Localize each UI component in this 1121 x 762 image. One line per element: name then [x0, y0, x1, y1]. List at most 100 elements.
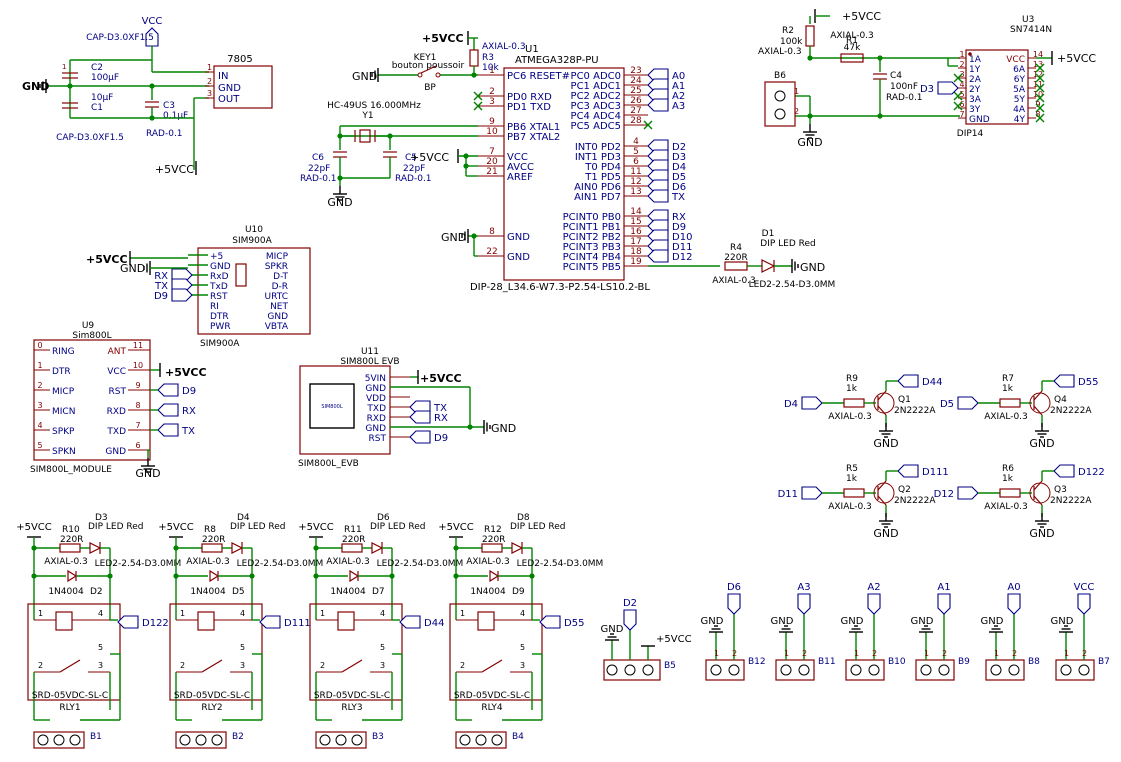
net-label: +5VCC	[1057, 52, 1096, 65]
component-value: 2N2222A	[894, 406, 936, 416]
component-value: 10k	[482, 63, 499, 73]
led-icon	[761, 259, 776, 273]
component-value: 2N2222A	[1050, 406, 1092, 416]
pin-number: 1	[924, 649, 929, 658]
component-footprint: SIM900A	[200, 339, 240, 349]
component-footprint: CAP-D3.0XF1.5	[56, 133, 124, 143]
pin-name: PC6 RESET#	[507, 71, 570, 82]
net-label: D3	[672, 152, 686, 163]
pin-number: 10	[133, 361, 143, 370]
pin-number: 6	[633, 157, 639, 167]
junction-dot	[107, 573, 113, 579]
pin-number: 1	[37, 361, 42, 370]
pin-number: 1	[959, 50, 964, 59]
net-label: D6	[672, 182, 686, 193]
led-icon	[511, 542, 524, 554]
pin-name: INT1 PD3	[575, 152, 621, 163]
terminal-block	[985, 659, 1025, 681]
component-ref: R2	[782, 26, 794, 36]
component-value: 10µF	[91, 93, 113, 103]
terminal-block	[33, 731, 85, 749]
component-value: 1N4004	[190, 587, 226, 597]
junction-dot	[249, 573, 255, 579]
component-ref: D8	[517, 513, 530, 523]
net-label: +5VCC	[842, 10, 881, 23]
terminal-block	[705, 659, 745, 681]
pin-number: 9	[135, 381, 140, 390]
pin-number: 2	[207, 77, 212, 86]
resistor-body	[999, 488, 1021, 498]
no-connect-mark	[1035, 73, 1045, 83]
pin-number: 2	[489, 87, 495, 97]
component-value: 22pF	[308, 164, 330, 174]
component-ref: C3	[163, 101, 175, 111]
component-part: SRD-05VDC-SL-C	[174, 691, 250, 701]
net-label: D4	[672, 162, 686, 173]
component-ref: B6	[774, 71, 786, 81]
component-footprint: AXIAL-0.3	[482, 42, 526, 52]
component-ref: U3	[1022, 15, 1034, 25]
no-connect-mark	[1035, 63, 1045, 73]
transistor-icon	[1033, 405, 1043, 416]
net-label: +5VCC	[16, 522, 52, 533]
net-flag	[801, 486, 823, 500]
net-label: GND	[441, 231, 466, 244]
component-footprint: RAD-0.1	[886, 93, 923, 103]
pin-number: 7	[959, 110, 964, 119]
pin-number: 26	[630, 96, 642, 106]
component-ref: B9	[958, 657, 970, 667]
net-label: D5	[672, 172, 686, 183]
component-value: 220R	[342, 535, 365, 545]
net-label: D3	[920, 84, 934, 95]
junction-dot	[807, 55, 813, 61]
pin-number: 13	[630, 187, 641, 197]
junction-dot	[463, 163, 469, 169]
screw-icon	[1008, 664, 1020, 676]
relay-body	[27, 603, 121, 701]
pin-name: RXD	[367, 414, 386, 424]
pin-name: PWR	[210, 322, 231, 332]
screw-icon	[37, 734, 49, 746]
net-label: RX	[434, 413, 448, 424]
screw-icon	[990, 664, 1002, 676]
pin-number: 11	[630, 167, 641, 177]
net-flag	[1077, 593, 1091, 615]
pin-number: 20	[486, 157, 498, 167]
component-footprint: DIP-28_L34.6-W7.3-P2.54-LS10.2-BL	[470, 282, 650, 293]
net-label: A1	[672, 81, 685, 92]
resistor-body	[840, 53, 864, 63]
component-ref: C4	[890, 71, 902, 81]
net-label: RX	[672, 212, 686, 223]
component-value: DIP LED Red	[760, 239, 815, 249]
component-value: DIP LED Red	[88, 522, 143, 532]
net-label: A0	[672, 71, 685, 82]
pin-name: 4Y	[1014, 115, 1026, 125]
pin-name: 3Y	[969, 105, 981, 115]
pin-number: 3	[98, 661, 103, 670]
pin-number: 3	[520, 661, 525, 670]
net-label: TX	[433, 403, 447, 414]
component-value: 1k	[846, 474, 858, 484]
pin-number: 5	[633, 147, 639, 157]
net-label: D11	[778, 489, 798, 500]
pin1-marker	[968, 52, 972, 56]
screw-icon	[606, 664, 618, 676]
net-label: A3	[797, 582, 810, 593]
net-label: D12	[934, 489, 954, 500]
terminal-block	[455, 731, 507, 749]
pin-number: 2	[320, 661, 325, 670]
pin-number: 23	[630, 66, 641, 76]
relay-body	[309, 603, 403, 701]
pin-number: 3	[207, 89, 212, 98]
junction-dot	[471, 72, 477, 78]
pin-number: 2	[1012, 649, 1017, 658]
pin-number: 14	[1033, 50, 1043, 59]
transistor-icon	[1029, 392, 1051, 414]
component-value: 220R	[202, 535, 225, 545]
component-part: Sim800L	[72, 331, 111, 341]
component-ref: R11	[344, 525, 362, 535]
component-ref: RLY2	[201, 703, 222, 713]
pin-name: PCINT0 PB0	[563, 212, 621, 223]
component-footprint: LED2-2.54-D3.0MM	[517, 559, 604, 569]
sim800l-chip-outline	[309, 383, 355, 429]
